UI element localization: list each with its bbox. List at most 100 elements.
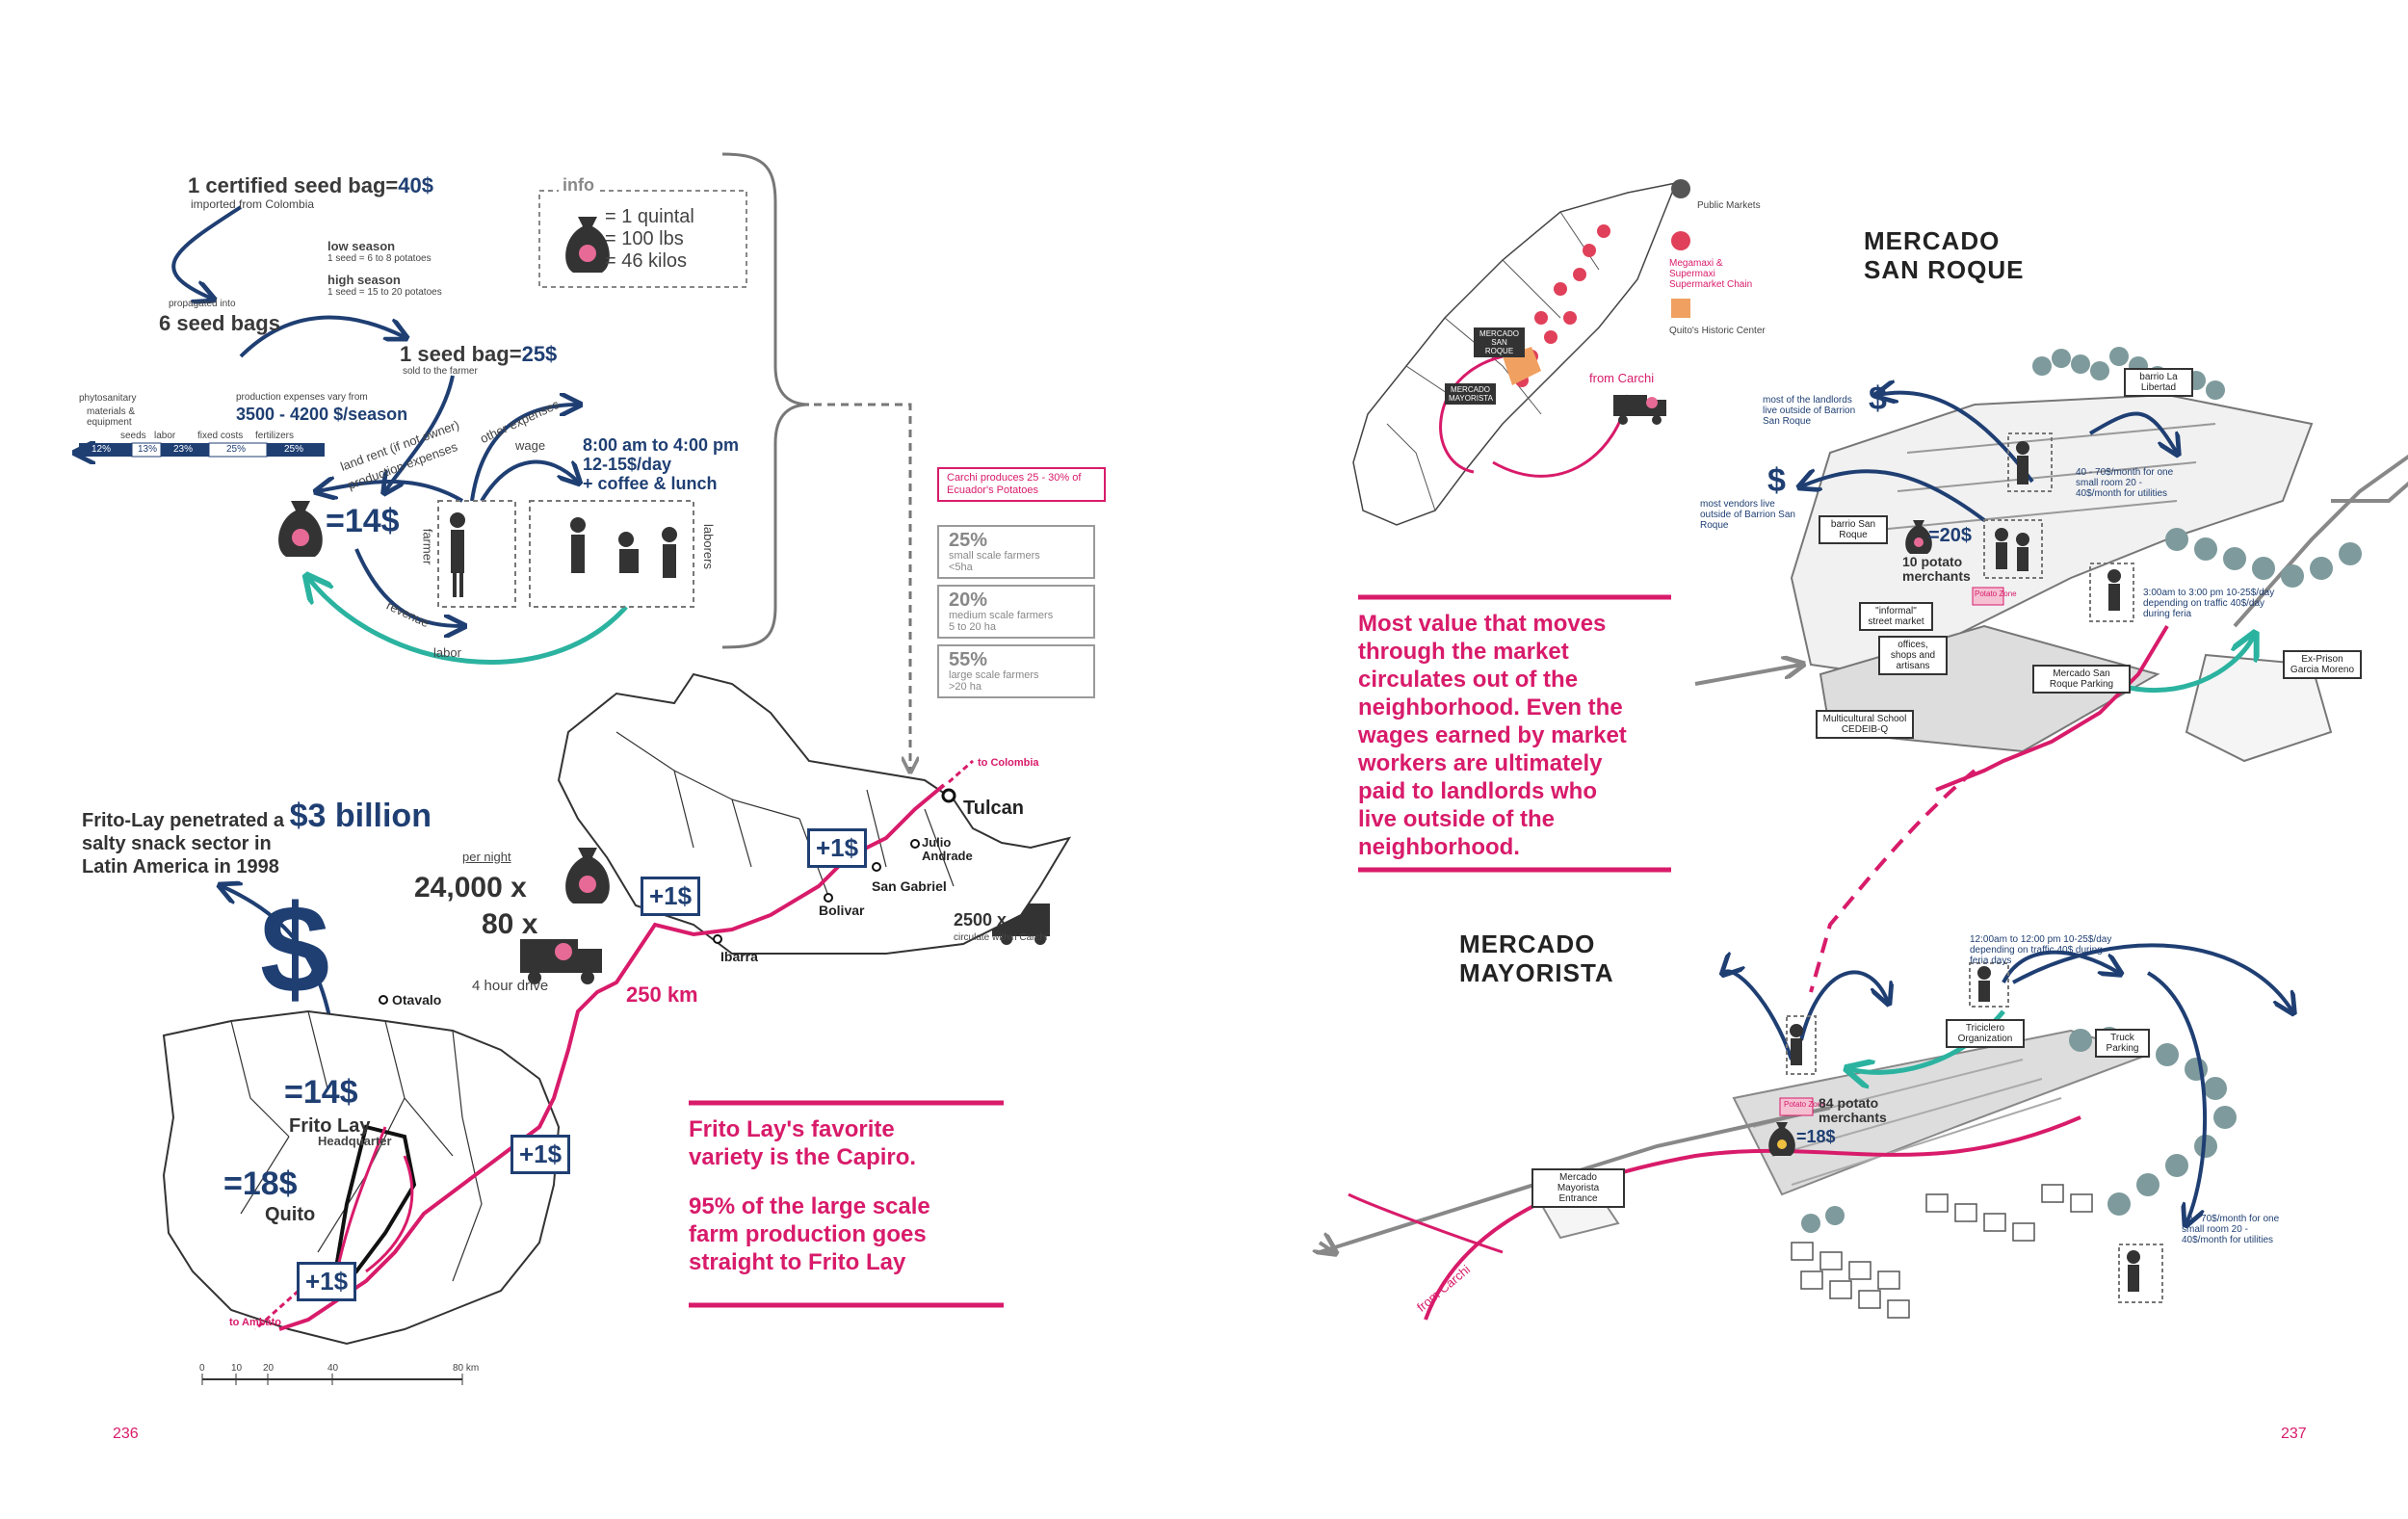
- capiro-line-3: 95% of the large scale: [689, 1193, 930, 1219]
- certified-seed-price: 40$: [398, 173, 433, 197]
- scale-20: 20: [263, 1363, 275, 1374]
- my-rent-note: 40 - 70$/month for one small room 20 - 4…: [2182, 1214, 2280, 1245]
- value-line-2: through the market: [1358, 639, 1569, 665]
- mayorista-up-arrow-2: [1799, 970, 1888, 1041]
- info-values: = 1 quintal = 100 lbs = 46 kilos: [605, 206, 694, 273]
- svg-text:$: $: [1869, 380, 1887, 417]
- mayorista-title: MERCADO MAYORISTA: [1459, 930, 1614, 987]
- info-box-frame: [538, 190, 747, 288]
- my-entrance: Mercado Mayorista Entrance: [1531, 1168, 1625, 1208]
- market-pins: [1515, 224, 1610, 387]
- san-roque-vendor-arrow: [1801, 471, 1986, 522]
- value-line-8: live outside of the: [1358, 806, 1556, 832]
- merchant-figures-sr: [1995, 528, 2029, 571]
- arrow-wage: [480, 459, 578, 503]
- distance: 250 km: [626, 982, 698, 1007]
- san-roque-title: MERCADO SAN ROQUE: [1864, 226, 2024, 284]
- laborer-figures: [570, 517, 677, 578]
- wage-label: wage: [515, 438, 546, 453]
- value-text: Most value that moves through the market…: [1358, 610, 1627, 861]
- scale-40: 40: [327, 1363, 339, 1374]
- my-triciclos: Triciclero Organization: [1946, 1019, 2025, 1048]
- my-potato-zone: Potato Zone: [1784, 1100, 1826, 1109]
- my-hours-note: 12:00am to 12:00 pm 10-25$/day depending…: [1970, 934, 2112, 966]
- frito-line2: salty snack sector in: [82, 833, 272, 854]
- sr-prison: Ex-Prison Garcia Moreno: [2283, 650, 2362, 679]
- value-line-5: wages earned by market: [1358, 722, 1627, 748]
- mayorista-title-2: MAYORISTA: [1459, 958, 1614, 987]
- carchi-box-small: 25% small scale farmers <5ha: [937, 525, 1095, 579]
- arrow-revenue: [354, 548, 462, 626]
- san-roque-rent-arrow: [2088, 411, 2177, 453]
- route-to-ambato: [254, 1289, 300, 1331]
- scale-bar: [201, 1374, 463, 1385]
- dollar-icon: $: [260, 878, 330, 1019]
- to-ambato: to Ambato: [229, 1317, 281, 1328]
- wage-hours: 8:00 am to 4:00 pm: [583, 435, 740, 455]
- six-seed-bags: 6 seed bags: [159, 311, 280, 335]
- san-roque-pink-route: [1935, 624, 2169, 792]
- hq-name: Frito Lay: [289, 1115, 371, 1137]
- plus-one-hq: +1$: [510, 1135, 571, 1174]
- capiro-line-4: farm production goes: [689, 1221, 927, 1247]
- worker-figure-sr: [2107, 569, 2121, 611]
- bar-label-labor: labor: [154, 431, 176, 441]
- capiro-line-5: straight to Frito Lay: [689, 1249, 906, 1275]
- san-roque-landlord-arrow: [1878, 393, 2034, 484]
- hq-price: =14$: [284, 1074, 358, 1111]
- legend-historic-center: Quito's Historic Center: [1669, 326, 1766, 336]
- connector-dashed: [1809, 769, 1976, 993]
- bar-value-5: 25%: [284, 444, 304, 455]
- bolivar: Bolivar: [819, 903, 865, 918]
- certified-seed-label: 1 certified seed bag=: [188, 173, 399, 197]
- sr-vendors-note: most vendors live outside of Barrion San…: [1700, 499, 1795, 531]
- carchi-box-large-size: >20 ha: [949, 681, 982, 693]
- sr-hours-note: 3:00am to 3:00 pm 10-25$/day depending o…: [2143, 588, 2275, 619]
- plus-one-carchi: +1$: [807, 828, 868, 868]
- info-line-1: = 1 quintal: [605, 206, 694, 227]
- carchi-box-large-desc: large scale farmers: [949, 669, 1039, 681]
- mayorista-up-arrow-3: [2002, 950, 2119, 983]
- sr-barrio-san-roque: barrio San Roque: [1819, 515, 1888, 544]
- carchi-box-medium-desc: medium scale farmers: [949, 610, 1054, 621]
- certified-seed-line: 1 certified seed bag=40$: [188, 173, 433, 198]
- sr-merchants: 10 potato merchants: [1902, 554, 1971, 584]
- mayorista-up-arrow-1: [1724, 971, 1793, 1061]
- money-bag-night: [565, 848, 610, 904]
- low-season-label: low season: [327, 239, 396, 253]
- value-line-4: neighborhood. Even the: [1358, 694, 1623, 720]
- arrow-other-expenses: [470, 405, 578, 502]
- carchi-box-small-size: <5ha: [949, 562, 973, 573]
- low-season-detail: 1 seed = 6 to 8 potatoes: [327, 253, 432, 264]
- route-main: [278, 783, 946, 1331]
- dollar-icon-vendor: $: [1767, 462, 1786, 499]
- seed-bag-line: 1 seed bag=25$: [400, 342, 557, 367]
- arrow-land-rent: [318, 482, 464, 503]
- count-bags: 24,000 x: [414, 872, 527, 904]
- value-line-1: Most value that moves: [1358, 611, 1607, 637]
- bag-icon-my: [1768, 1122, 1795, 1156]
- plus-one-ibarra: +1$: [641, 877, 701, 916]
- scale-0: 0: [199, 1363, 205, 1374]
- carchi-box-medium: 20% medium scale farmers 5 to 20 ha: [937, 585, 1095, 639]
- quito-outline: [334, 1124, 417, 1274]
- hq-sub: Headquarter: [318, 1134, 392, 1148]
- bar-value-3: 23%: [173, 444, 194, 455]
- landlord-figure-my: [2127, 1250, 2140, 1292]
- info-line-3: = 46 kilos: [605, 250, 688, 272]
- arrow-certified-to-bags: [171, 205, 243, 299]
- to-colombia: to Colombia: [978, 757, 1039, 769]
- value-line-7: paid to landlords who: [1358, 778, 1597, 804]
- carchi-box-small-desc: small scale farmers: [949, 550, 1040, 562]
- brace: [721, 152, 810, 649]
- mayorista-up-arrow-4: [2012, 943, 2292, 1011]
- route-to-colombia: [948, 759, 974, 784]
- imported-note: imported from Colombia: [191, 197, 315, 211]
- mayorista-pink-route: [1424, 1115, 2081, 1321]
- tag-san-roque: MERCADO SAN ROQUE: [1474, 327, 1525, 357]
- capiro-line-2: variety is the Capiro.: [689, 1144, 917, 1170]
- carchi-box-large-pct: 55%: [949, 649, 988, 670]
- quito-from-carchi: from Carchi: [1589, 371, 1655, 385]
- mayorista-houses: [1791, 1184, 2093, 1319]
